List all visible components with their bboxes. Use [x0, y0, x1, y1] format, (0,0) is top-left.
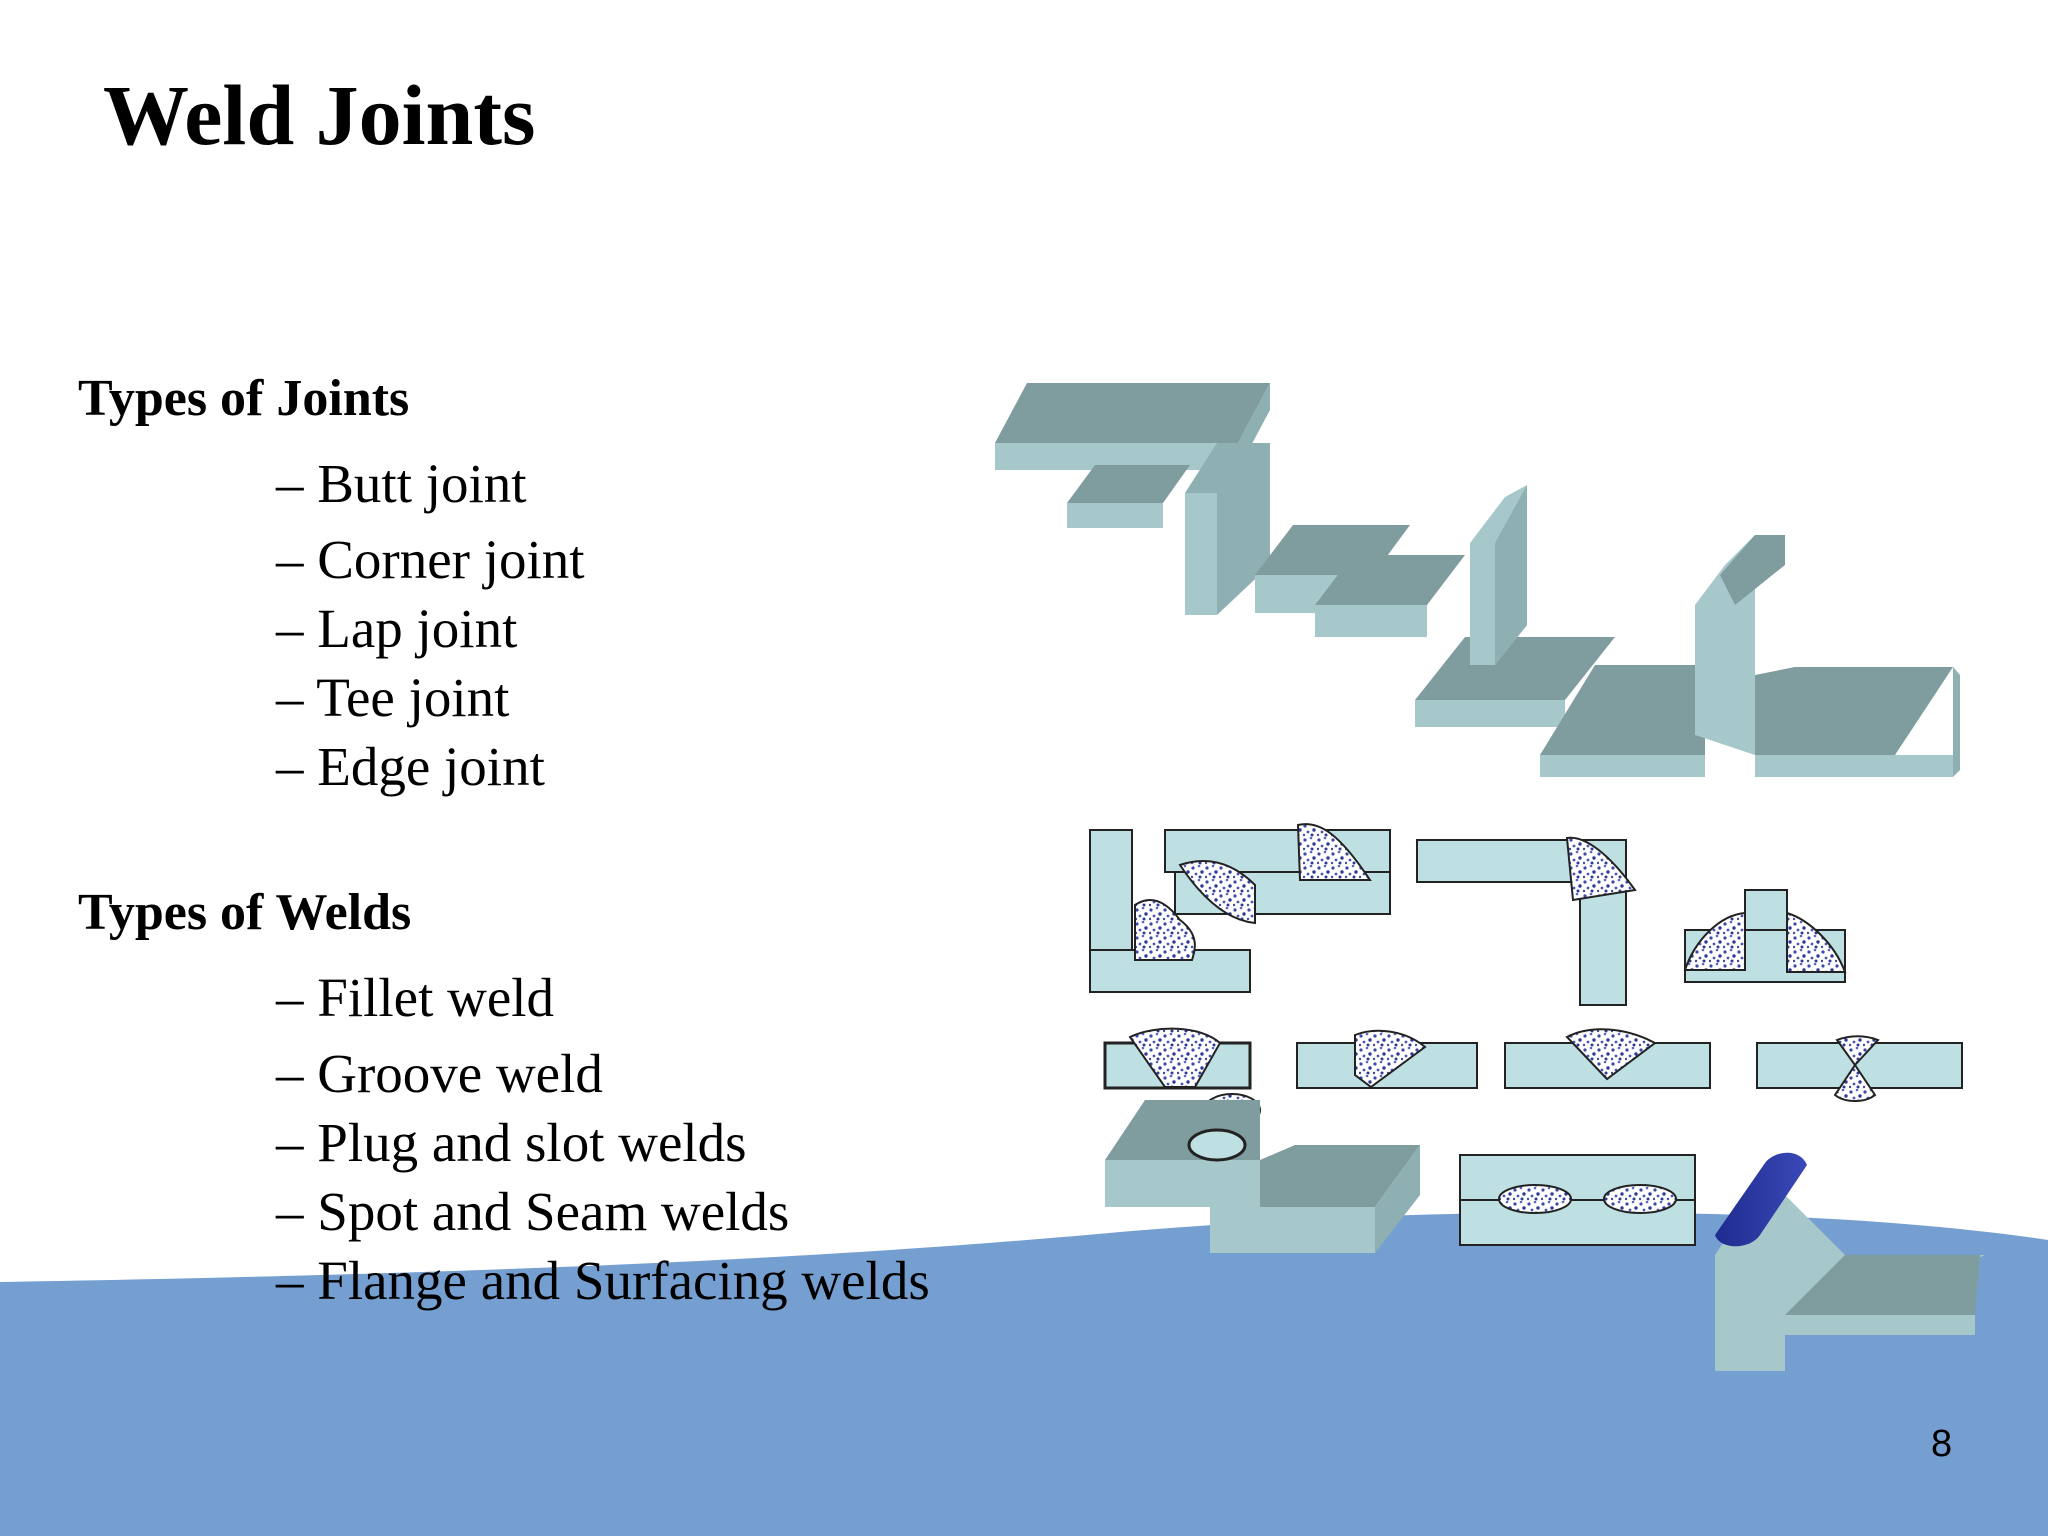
list-item: – Plug and slot welds [276, 1112, 747, 1173]
list-item: – Fillet weld [276, 967, 555, 1028]
list-item: – Edge joint [276, 736, 545, 797]
list-item: – Lap joint [276, 598, 518, 659]
list-item: – Tee joint [276, 667, 510, 728]
list-item: – Flange and Surfacing welds [276, 1250, 930, 1311]
joints-heading: Types of Joints [78, 370, 410, 427]
page-number: 8 [1931, 1423, 1953, 1465]
list-item: – Corner joint [276, 529, 585, 590]
list-item: – Spot and Seam welds [276, 1181, 790, 1242]
list-item: – Butt joint [276, 453, 527, 514]
list-item: – Groove weld [276, 1043, 603, 1104]
slide-title: Weld Joints [103, 67, 536, 163]
weld-joints-illustration-icon [995, 383, 1985, 1371]
welds-heading: Types of Welds [78, 884, 412, 941]
